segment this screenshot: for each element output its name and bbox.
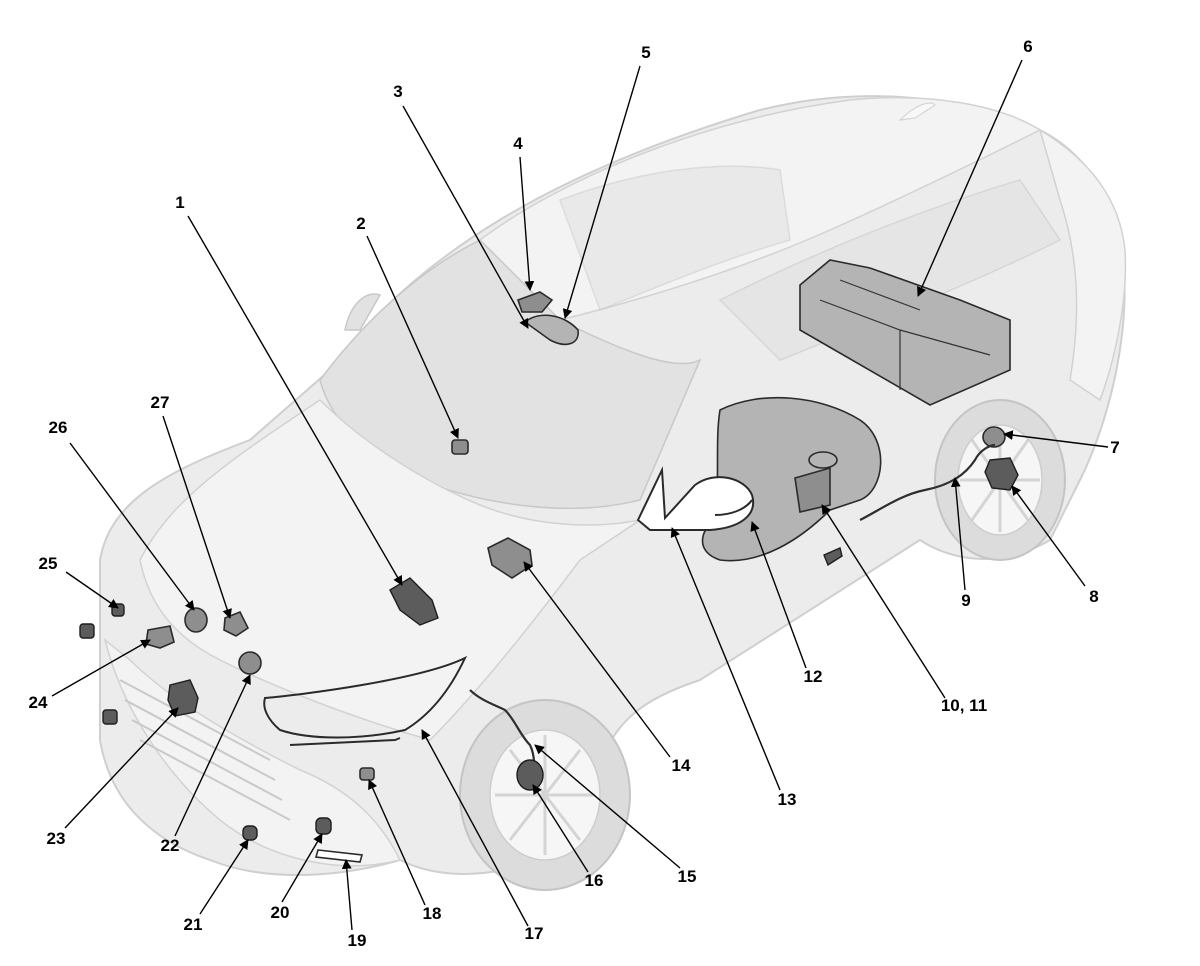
components <box>79 259 1019 863</box>
wheel-speed-sensor <box>516 759 544 791</box>
leader-line-20 <box>281 833 323 903</box>
leader-line-2 <box>366 235 459 439</box>
leader-lines <box>51 59 1109 931</box>
vehicle-hood <box>139 399 641 741</box>
fog-strip <box>289 737 401 746</box>
callout-16: 16 <box>585 871 604 890</box>
callout-21: 21 <box>184 915 203 934</box>
front-wheel <box>459 699 631 891</box>
leader-line-12 <box>750 521 807 669</box>
callout-23: 23 <box>47 829 66 848</box>
leader-line-27 <box>162 415 232 619</box>
vehicle-front-bumper <box>103 638 402 867</box>
leader-line-26 <box>69 442 195 611</box>
lower-bar <box>314 849 364 863</box>
callout-27: 27 <box>151 393 170 412</box>
leader-line-10 <box>821 504 946 699</box>
leader-line-18 <box>368 779 426 906</box>
callout-17: 17 <box>525 924 544 943</box>
underhood-unit <box>389 577 439 626</box>
bumper-sensor-center <box>315 817 332 835</box>
headlight <box>263 655 468 739</box>
callout-5: 5 <box>641 43 650 62</box>
leader-line-6 <box>917 59 1023 297</box>
callout-19: 19 <box>348 931 367 950</box>
underbody-bracket <box>823 547 843 567</box>
callout-2: 2 <box>356 214 365 233</box>
callout-labels: 1 2 3 4 5 6 7 8 9 10, 11 12 13 14 15 16 … <box>29 37 1120 950</box>
callout-9: 9 <box>961 591 970 610</box>
rearview-mirror-mount <box>516 291 554 313</box>
callout-13: 13 <box>778 790 797 809</box>
windshield-sensor <box>451 439 469 455</box>
callout-7: 7 <box>1110 438 1119 457</box>
vehicle-grille <box>119 679 291 821</box>
callout-18: 18 <box>423 904 442 923</box>
vehicle-sunroof <box>559 165 791 311</box>
leader-line-3 <box>402 105 529 329</box>
battery-pack <box>799 259 1011 406</box>
leader-line-8 <box>1011 485 1086 587</box>
hood-sensor-left <box>184 607 208 633</box>
callout-6: 6 <box>1023 37 1032 56</box>
callout-4: 4 <box>513 134 523 153</box>
vehicle-roof-antenna <box>898 102 936 121</box>
callout-15: 15 <box>678 867 697 886</box>
callout-14: 14 <box>672 756 691 775</box>
callout-22: 22 <box>161 836 180 855</box>
callout-26: 26 <box>49 418 68 437</box>
callout-3: 3 <box>393 82 402 101</box>
left-bottom-block <box>102 709 118 725</box>
callout-20: 20 <box>271 903 290 922</box>
leader-line-7 <box>1003 430 1109 448</box>
leader-line-24 <box>51 639 151 697</box>
leader-line-21 <box>199 839 249 915</box>
leader-line-19 <box>341 859 353 931</box>
leader-line-5 <box>562 65 641 319</box>
vehicle-illustration <box>99 95 1127 891</box>
callout-10-11: 10, 11 <box>941 696 987 715</box>
callout-8: 8 <box>1089 587 1098 606</box>
battery-pack-detail <box>819 279 991 390</box>
leader-line-13 <box>670 527 781 791</box>
leader-line-25 <box>65 571 119 609</box>
leader-line-1 <box>187 215 403 586</box>
bumper-sensor-corner <box>242 825 258 841</box>
leader-line-16 <box>532 784 589 873</box>
left-lower-block <box>79 623 95 639</box>
leader-line-9 <box>950 477 966 591</box>
leader-line-14 <box>523 561 671 758</box>
vehicle-a-pillar-mirror <box>344 293 382 331</box>
front-radar-unit <box>167 679 199 717</box>
callout-12: 12 <box>804 667 823 686</box>
leader-line-17 <box>421 729 529 927</box>
callout-25: 25 <box>39 554 58 573</box>
leader-line-23 <box>64 707 179 829</box>
leader-line-15 <box>534 744 681 869</box>
leader-line-4 <box>519 156 535 291</box>
callout-24: 24 <box>29 693 48 712</box>
vehicle-rear <box>1038 128 1127 402</box>
callout-1: 1 <box>175 193 184 212</box>
door-mirror-indicator <box>714 499 753 516</box>
rearview-mirror <box>523 314 579 346</box>
leader-line-22 <box>174 674 251 837</box>
fuel-pump-cap <box>808 451 838 469</box>
front-side-sensor <box>359 767 375 781</box>
rear-actuator <box>984 457 1019 491</box>
hood-sensor-front <box>238 651 262 675</box>
